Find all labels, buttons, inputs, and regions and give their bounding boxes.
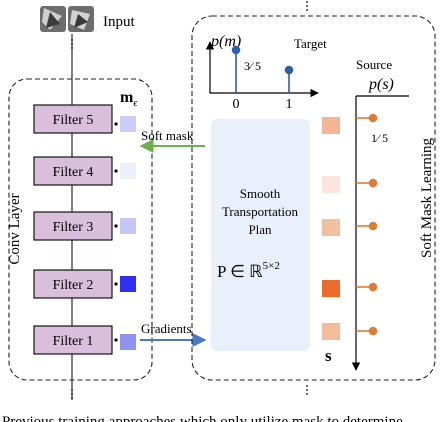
continuation-dots-top-right — [306, 1, 308, 11]
mask-value-cell — [120, 334, 136, 350]
filter-box — [33, 156, 113, 186]
target-x-tick-0: 0 — [233, 97, 240, 112]
target-point-1 — [284, 65, 294, 75]
filter-2: Filter 2 — [33, 269, 136, 299]
filter-label: Filter 1 — [53, 334, 94, 349]
filter-3: Filter 3 — [33, 211, 136, 241]
filter-box — [33, 211, 113, 241]
s-cell — [322, 117, 340, 134]
filter-4: Filter 4 — [33, 156, 136, 186]
source-point-2 — [368, 178, 378, 188]
continuation-dots-bottom-left — [71, 389, 73, 399]
source-value-label: 1⁄ 5 — [371, 131, 388, 145]
plan-title-line-2: Transportation — [222, 204, 299, 219]
input-label: Input — [103, 14, 135, 30]
filter-box — [33, 104, 113, 134]
s-cell — [322, 219, 340, 236]
source-point-4 — [368, 282, 378, 292]
continuation-dots-top-left — [71, 39, 73, 49]
source-point-5 — [368, 326, 378, 336]
source-vector-s — [322, 117, 340, 340]
filter-box — [33, 325, 113, 355]
soft-mask-label: Soft mask — [141, 128, 194, 143]
plan-formula: P ∈ ℝ5×2 — [217, 260, 280, 281]
conv-layer-container — [8, 78, 153, 381]
filter-label: Filter 4 — [53, 165, 94, 180]
filter-5: Filter 5 — [33, 104, 136, 134]
mask-value-cell — [120, 276, 136, 292]
s-cell — [322, 280, 340, 297]
soft-mask-learning-container — [191, 15, 436, 381]
source-distribution-plot: Source p(s) 1⁄ 5 — [351, 57, 409, 371]
caption-fragment: Previous training approaches which only … — [2, 414, 403, 422]
s-cell — [322, 176, 340, 193]
transport-plan-box — [211, 119, 310, 351]
plan-title-line-1: Smooth — [240, 186, 281, 201]
conv-layer-label: Conv Layer — [7, 193, 23, 264]
target-x-tick-1: 1 — [286, 97, 293, 112]
target-distribution-plot: p(m) Target 3⁄ 5 0 1 — [205, 33, 327, 112]
target-label: Target — [294, 36, 327, 51]
input-images-icon — [40, 6, 94, 32]
mask-symbol: mϵ — [120, 89, 138, 109]
source-point-1 — [368, 113, 378, 123]
target-value-label: 3⁄ 5 — [244, 59, 261, 73]
filter-label: Filter 5 — [53, 113, 94, 128]
target-point-0 — [231, 45, 241, 55]
plan-title-line-3: Plan — [248, 222, 272, 237]
filter-label: Filter 3 — [53, 220, 94, 235]
continuation-dots-bottom-right — [306, 385, 308, 395]
mask-value-cell — [120, 163, 136, 179]
source-axis-label: p(s) — [368, 76, 394, 93]
soft-mask-learning-label: Soft Mask Learning — [419, 138, 435, 258]
mask-value-cell — [120, 116, 136, 132]
s-symbol: s — [325, 346, 332, 365]
filter-label: Filter 2 — [53, 278, 94, 293]
filter-1: Filter 1 — [33, 325, 136, 355]
source-point-3 — [368, 221, 378, 231]
mask-value-cell — [120, 218, 136, 234]
filter-box — [33, 269, 113, 299]
target-axis-label: p(m) — [210, 33, 241, 50]
s-cell — [322, 323, 340, 340]
gradients-label: Gradients — [141, 321, 192, 336]
source-label: Source — [356, 57, 392, 72]
